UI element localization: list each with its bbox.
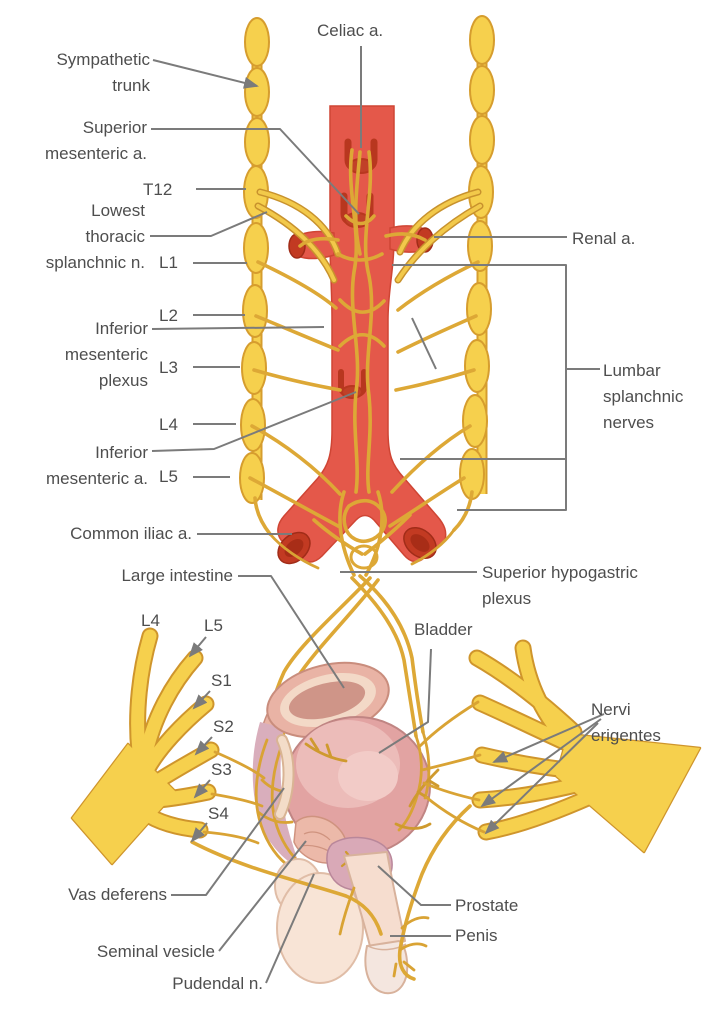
lumbar-splanchnic-nerve-branches: [248, 260, 480, 529]
label-l1: L1: [159, 253, 178, 272]
label-sympathetic-trunk: Sympathetic trunk: [56, 50, 150, 95]
label-renal-artery: Renal a.: [572, 229, 636, 248]
label-nervi-erigentes: Nervi erigentes: [591, 700, 661, 745]
leader-lines: [150, 46, 605, 984]
label-penis: Penis: [455, 926, 498, 945]
sacral-plexus-right: [468, 639, 702, 854]
label-l3: L3: [159, 358, 178, 377]
penis-organ: [343, 851, 409, 995]
scrotum: [274, 858, 364, 984]
label-bladder: Bladder: [414, 620, 473, 639]
label-l4: L4: [159, 415, 178, 434]
vas-deferens-tube: [274, 734, 295, 820]
left-pelvic-splanchnic-strands: [202, 750, 266, 845]
label-vas-deferens: Vas deferens: [68, 885, 167, 904]
superior-hypogastric-plexus-mesh: [268, 490, 456, 577]
nervi-erigentes-nerves: [418, 700, 486, 834]
aortic-plexus-mesh: [298, 148, 427, 494]
label-l4-root: L4: [141, 611, 160, 630]
label-t12: T12: [143, 180, 173, 199]
label-inferior-mesenteric-artery: Inferior mesenteric a.: [45, 443, 148, 488]
label-s1: S1: [211, 671, 232, 690]
label-large-intestine: Large intestine: [121, 566, 233, 585]
label-l5-root: L5: [204, 616, 223, 635]
label-inferior-mesenteric-plexus: Inferior mesenteric plexus: [64, 319, 148, 390]
label-superior-hypogastric-plexus: Superior hypogastric plexus: [482, 563, 638, 608]
label-s4: S4: [208, 804, 229, 823]
sacral-plexus-left: [70, 627, 220, 866]
label-common-iliac-artery: Common iliac a.: [70, 524, 192, 543]
label-superior-mesenteric-artery: Superior mesenteric a.: [44, 118, 147, 163]
sympathetic-trunk-right-chain: [452, 15, 495, 532]
lowest-thoracic-splanchnic-nerve-arcs: [254, 188, 484, 284]
label-seminal-vesicle: Seminal vesicle: [96, 942, 215, 961]
label-celiac-artery: Celiac a.: [317, 21, 384, 40]
label-lumbar-splanchnic-nerves: Lumbar splanchnic nerves: [603, 361, 684, 432]
label-pudendal-nerve: Pudendal n.: [172, 974, 263, 993]
sympathetic-trunk-left-chain: [239, 17, 272, 536]
label-l2: L2: [159, 306, 178, 325]
label-prostate: Prostate: [455, 896, 519, 915]
label-l5: L5: [159, 467, 178, 486]
label-s2: S2: [213, 717, 234, 736]
label-lowest-thoracic-splanchnic-nerve: Lowest thoracic splanchnic n.: [45, 201, 145, 272]
label-s3: S3: [211, 760, 232, 779]
bracket-lumbar-splanchnic: [392, 264, 600, 511]
